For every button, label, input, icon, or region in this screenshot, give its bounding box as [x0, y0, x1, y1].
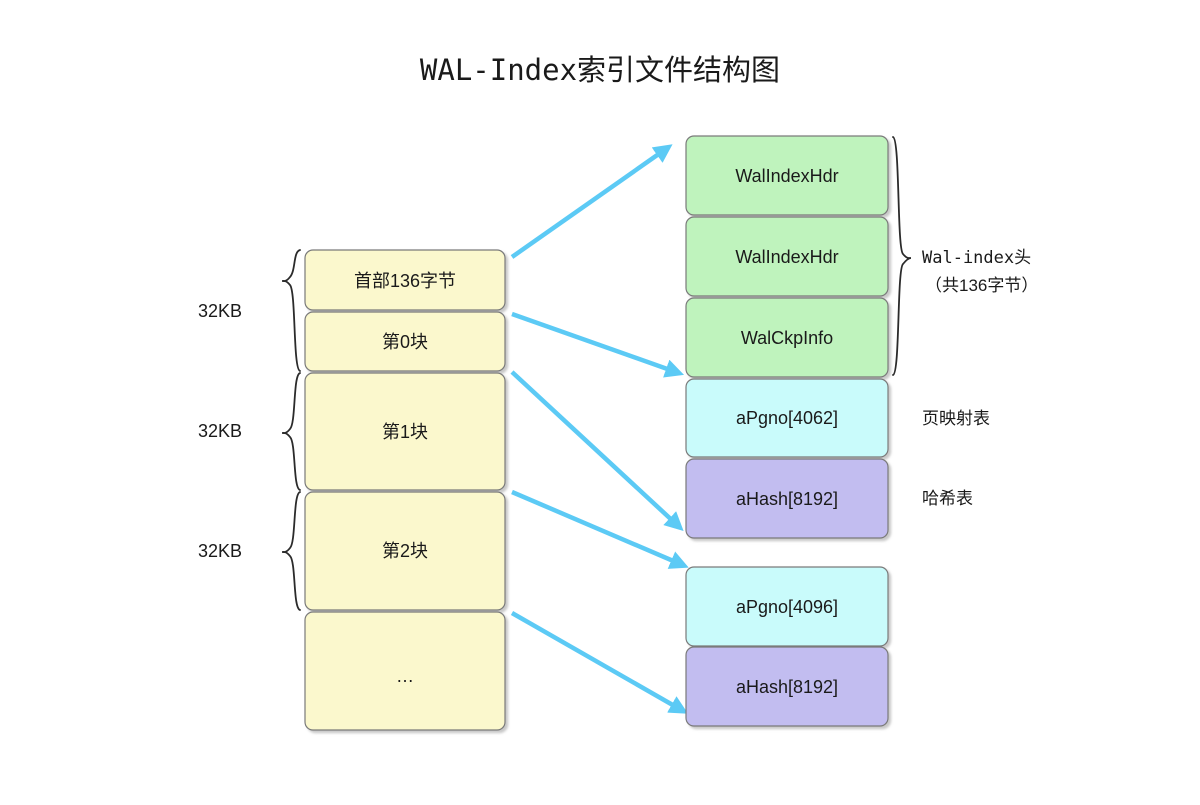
arrow-block1-to-ahash-a: [510, 370, 684, 531]
annotation-line-1: Wal-index头: [922, 248, 1031, 268]
block-label: aPgno[4096]: [736, 597, 838, 617]
ahash-8192-a[interactable]: aHash[8192]: [685, 458, 889, 539]
brace-32kb-3: [281, 491, 301, 611]
size-label-2: 32KB: [198, 421, 242, 441]
block-label: …: [396, 666, 414, 686]
block-rect: [304, 249, 506, 311]
size-label-3: 32KB: [198, 541, 242, 561]
block-rect: [685, 566, 889, 647]
annotation-line-2: （共136字节）: [925, 276, 1038, 295]
block-label: WalIndexHdr: [735, 166, 838, 186]
apgno-4062[interactable]: aPgno[4062]: [685, 378, 889, 458]
block-rect: [685, 135, 889, 216]
right-column-group-a: WalIndexHdr WalIndexHdr WalCkpInfo aPgno…: [685, 135, 889, 539]
left-column-blocks: 首部136字节 第0块 第1块 第2块 …: [304, 249, 506, 731]
block-0[interactable]: 第0块: [304, 311, 506, 372]
apgno-4096[interactable]: aPgno[4096]: [685, 566, 889, 647]
brace-32kb-2: [281, 372, 301, 491]
block-label: aHash[8192]: [736, 677, 838, 697]
block-label: 第1块: [382, 422, 428, 442]
walindexhdr-2[interactable]: WalIndexHdr: [685, 216, 889, 297]
walindexhdr-1[interactable]: WalIndexHdr: [685, 135, 889, 216]
size-label-1: 32KB: [198, 301, 242, 321]
block-rect: [685, 378, 889, 458]
block-label: 第0块: [382, 332, 428, 352]
block-label: aPgno[4062]: [736, 408, 838, 428]
block-2[interactable]: 第2块: [304, 491, 506, 611]
arrow-more-to-ahash-b: [510, 611, 689, 714]
block-label: 第2块: [382, 541, 428, 561]
annotation-wal-index-header: Wal-index头 （共136字节）: [922, 248, 1038, 295]
brace-32kb-1: [281, 249, 301, 372]
annotation-page-map: 页映射表: [922, 409, 990, 428]
block-label: WalIndexHdr: [735, 247, 838, 267]
block-rect: [685, 216, 889, 297]
block-rect: [685, 646, 889, 727]
arrow-block0-to-walckpinfo: [511, 311, 685, 378]
annotation-hash-table: 哈希表: [922, 489, 973, 508]
walckpinfo[interactable]: WalCkpInfo: [685, 297, 889, 378]
size-brackets: 32KB 32KB 32KB: [198, 249, 301, 611]
block-rect: [304, 372, 506, 491]
block-label: 首部136字节: [354, 271, 456, 291]
connector-arrows: [510, 144, 689, 714]
block-label: aHash[8192]: [736, 489, 838, 509]
block-1[interactable]: 第1块: [304, 372, 506, 491]
arrow-block2-to-apgno-b: [511, 489, 689, 569]
arrow-header-to-walindexhdr: [510, 144, 673, 259]
block-rect: [304, 311, 506, 372]
block-rect: [685, 297, 889, 378]
block-ellipsis[interactable]: …: [304, 611, 506, 731]
block-label: WalCkpInfo: [741, 328, 833, 348]
block-rect: [304, 611, 506, 731]
block-rect: [304, 491, 506, 611]
block-header-136bytes[interactable]: 首部136字节: [304, 249, 506, 311]
brace-wal-index-header: [892, 136, 912, 376]
page-title: WAL-Index索引文件结构图: [420, 53, 780, 87]
ahash-8192-b[interactable]: aHash[8192]: [685, 646, 889, 727]
block-rect: [685, 458, 889, 539]
right-column-group-b: aPgno[4096] aHash[8192]: [685, 566, 889, 727]
